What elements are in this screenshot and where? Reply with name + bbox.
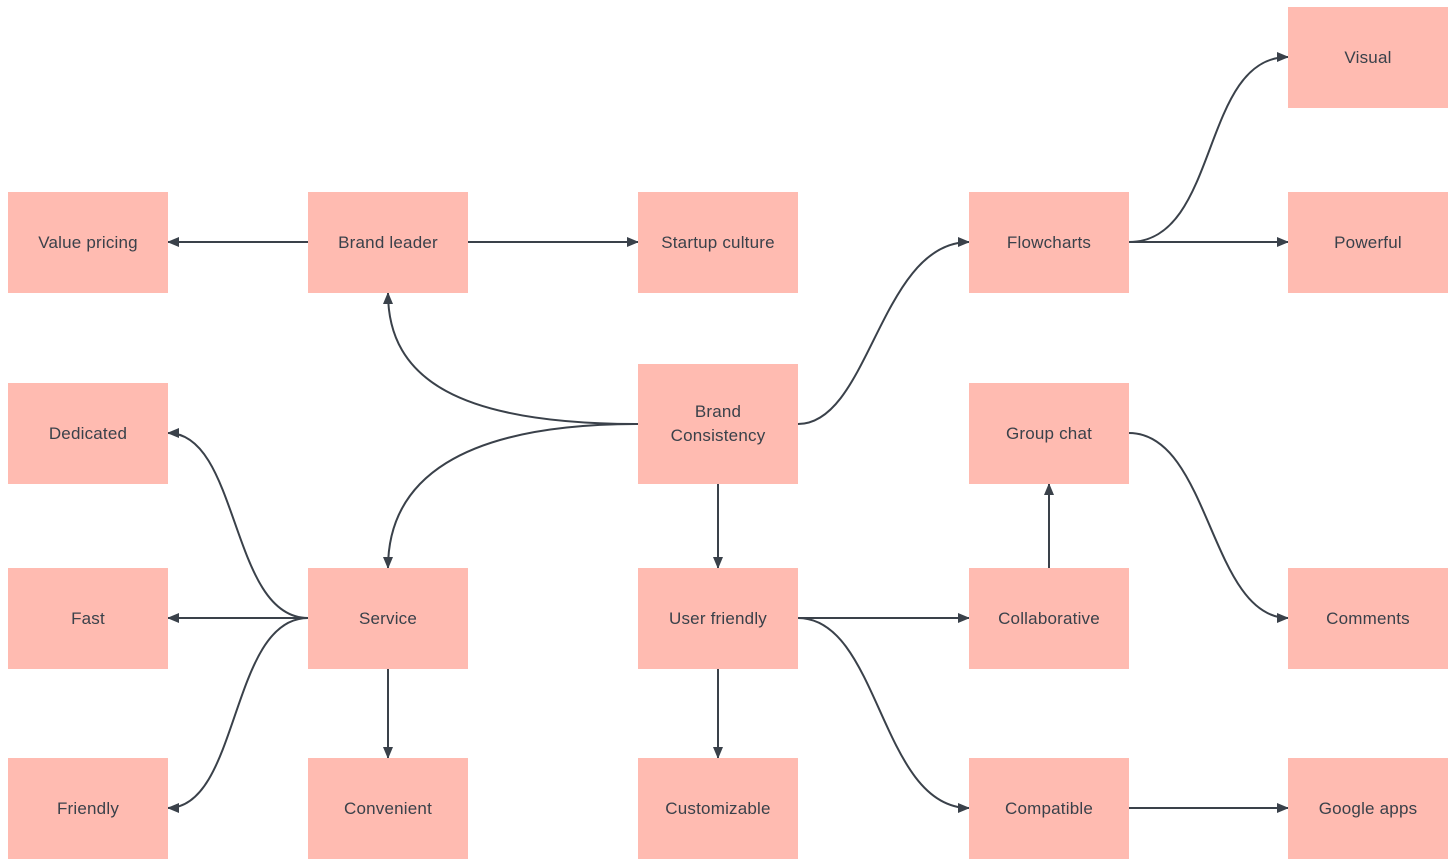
edge-brand-consistency-to-flowcharts [797, 237, 970, 425]
edge-group-chat-to-comments [1128, 432, 1289, 623]
node-label: Visual [1344, 47, 1392, 67]
node-compatible: Compatible [969, 758, 1129, 859]
node-label: Compatible [1005, 798, 1093, 818]
node-friendly: Friendly [8, 758, 168, 859]
node-label: Fast [71, 608, 105, 628]
node-label: Friendly [56, 798, 120, 818]
node-label: Brand leader [338, 232, 438, 252]
node-group-chat: Group chat [969, 383, 1129, 484]
node-label: Customizable [665, 798, 771, 818]
node-label: Group chat [1005, 423, 1093, 443]
node-label: Convenient [343, 798, 432, 818]
node-collaborative: Collaborative [969, 568, 1129, 669]
edge-user-friendly-to-compatible [797, 617, 970, 813]
edge-service-to-dedicated [167, 428, 309, 619]
node-label: Collaborative [998, 608, 1100, 628]
edge-service-to-friendly [167, 617, 309, 813]
node-visual: Visual [1288, 7, 1448, 108]
edge-brand-consistency-to-brand-leader [383, 292, 639, 425]
node-label: Dedicated [48, 423, 128, 443]
node-google-apps: Google apps [1288, 758, 1448, 859]
node-fast: Fast [8, 568, 168, 669]
node-label: Google apps [1318, 798, 1418, 818]
node-comments: Comments [1288, 568, 1448, 669]
node-flowcharts: Flowcharts [969, 192, 1129, 293]
node-label: Startup culture [661, 232, 775, 252]
node-user-friendly: User friendly [638, 568, 798, 669]
node-brand-leader: Brand leader [308, 192, 468, 293]
node-powerful: Powerful [1288, 192, 1448, 293]
node-brand-consistency: Brand Consistency [638, 364, 798, 484]
node-label: Value pricing [38, 232, 138, 252]
node-label: Service [358, 608, 418, 628]
node-customizable: Customizable [638, 758, 798, 859]
node-label: Brand Consistency [670, 402, 766, 445]
node-label: User friendly [668, 608, 768, 628]
node-dedicated: Dedicated [8, 383, 168, 484]
node-value-pricing: Value pricing [8, 192, 168, 293]
node-convenient: Convenient [308, 758, 468, 859]
edge-brand-consistency-to-service [383, 423, 639, 569]
node-label: Flowcharts [1006, 232, 1092, 252]
node-startup-culture: Startup culture [638, 192, 798, 293]
node-label: Comments [1326, 608, 1410, 628]
node-label: Powerful [1334, 232, 1402, 252]
edge-flowcharts-to-visual [1128, 52, 1289, 243]
node-service: Service [308, 568, 468, 669]
